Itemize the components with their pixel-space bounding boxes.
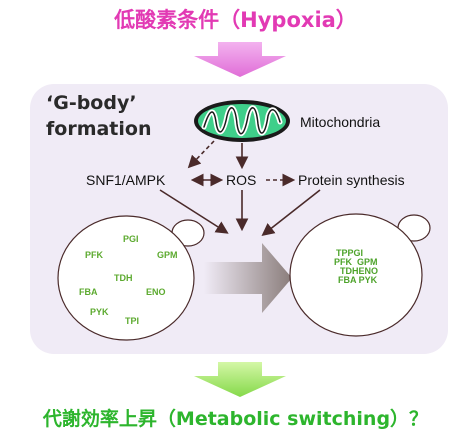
enzyme-cluster-row: TPPGI <box>336 248 364 258</box>
enzyme-cluster-row: FBA PYK <box>338 275 378 285</box>
enzyme-cluster-row: PFK GPM <box>334 257 378 267</box>
top-title: 低酸素条件（Hypoxia） <box>114 8 357 32</box>
right-cell <box>289 213 431 337</box>
left-cell <box>57 215 205 341</box>
enzyme-label: TPI <box>125 316 140 326</box>
formation-heading: formation <box>46 118 152 140</box>
enzyme-cluster-row: TDHENO <box>340 266 378 276</box>
snf1-ampk-label: SNF1/AMPK <box>86 172 166 188</box>
ros-label: ROS <box>226 172 257 188</box>
mitochondria-label: Mitochondria <box>300 114 381 130</box>
snf1-to-cell-arrow <box>159 189 229 234</box>
metabolic-arrow <box>194 362 286 397</box>
enzyme-label: TDH <box>114 273 133 283</box>
enzyme-label: PYK <box>90 307 109 317</box>
mito-to-snf1-arrow <box>187 140 215 169</box>
enzyme-label: FBA <box>79 287 98 297</box>
enzyme-label: PGI <box>123 234 139 244</box>
protein-synthesis-label: Protein synthesis <box>298 172 405 188</box>
transition-arrow <box>204 243 292 313</box>
enzyme-label: PFK <box>85 250 103 260</box>
enzyme-label: GPM <box>157 250 178 260</box>
bottom-title: 代謝効率上昇（Metabolic switching）？ <box>42 408 429 430</box>
g-body-heading: ‘G-body’ <box>46 92 137 114</box>
enzyme-label: ENO <box>146 287 166 297</box>
protein-to-cell-arrow <box>261 189 321 236</box>
mitochondria-icon <box>194 100 290 142</box>
